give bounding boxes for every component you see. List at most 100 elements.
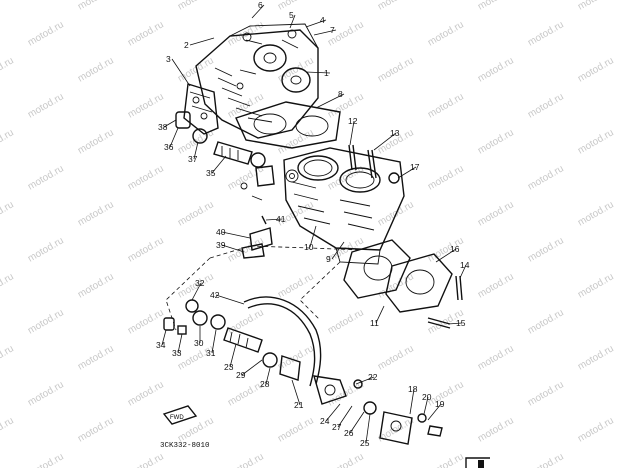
watermark-text: motod.ru [276,271,316,300]
watermark-text: motod.ru [476,127,516,156]
watermark-text: motod.ru [526,451,566,468]
callout-number: 7 [330,25,335,35]
watermark-text: motod.ru [576,271,616,300]
watermark-text: motod.ru [476,271,516,300]
callout-number: 24 [320,416,330,426]
leader-line-18 [409,388,415,415]
watermark-text: motod.ru [426,451,466,468]
leader-line-33 [177,333,183,354]
callout-number: 20 [422,392,432,402]
callout-number: 36 [164,142,174,152]
leader-line-27 [337,405,353,428]
watermark-text: motod.ru [376,271,416,300]
watermark-text: motod.ru [26,163,66,192]
dashed-reference-lines [165,245,361,331]
leader-line-5 [289,14,296,29]
watermark-text: motod.ru [576,127,616,156]
watermark-text: motod.ru [426,19,466,48]
watermark-text: motod.ru [526,235,566,264]
watermark-text: motod.ru [326,91,366,120]
watermark-text: motod.ru [126,451,166,468]
leader-line-26 [349,411,365,434]
leader-line-25 [365,413,371,444]
leader-line-37 [193,141,199,160]
watermark-text: motod.ru [76,415,116,444]
catalog-code: 3CK332-8010 [160,442,210,450]
callout-number: 10 [304,242,314,252]
leader-line-3 [171,58,191,87]
leader-line-7 [313,29,337,36]
watermark-text: motod.ru [26,379,66,408]
callout-number: 8 [338,89,343,99]
watermark-text: motod.ru [326,307,366,336]
watermark-text: motod.ru [376,55,416,84]
callout-number: 15 [456,318,466,328]
leader-line-36 [169,127,179,148]
callout-number: 27 [332,422,342,432]
watermark-text: motod.ru [226,451,266,468]
leader-line-20 [423,396,429,415]
leader-lines [161,4,467,444]
callout-number: 25 [360,438,370,448]
callout-number: 12 [348,116,358,126]
fwd-label: FWD [170,415,184,421]
watermark-text: motod.ru [526,91,566,120]
watermark-text: motod.ru [76,343,116,372]
leader-line-32 [191,282,202,301]
leader-line-4 [305,19,327,28]
watermark-text: motod.ru [176,199,216,228]
watermark-text: motod.ru [76,199,116,228]
callout-number: 35 [206,168,216,178]
leader-line-15 [447,322,463,325]
callout-number: 33 [172,348,182,358]
leader-line-12 [349,120,355,146]
leader-line-40 [221,231,251,239]
callout-number: 21 [294,400,304,410]
watermark-text: motod.ru [426,379,466,408]
leader-line-17 [397,166,417,179]
callout-number: 5 [289,10,294,20]
callout-number: 32 [195,278,205,288]
leader-line-35 [211,155,227,174]
callout-number: 40 [216,227,226,237]
watermark-text: motod.ru [126,163,166,192]
leader-line-42 [215,294,245,305]
watermark-text: motod.ru [526,19,566,48]
leader-line-22 [355,376,375,385]
leader-line-1 [305,71,331,74]
leader-line-29 [241,359,263,376]
callout-number: 4 [320,15,325,25]
callout-number: 16 [450,244,460,254]
leader-line-39 [221,244,245,253]
watermark-text: motod.ru [276,0,316,13]
callout-number: 34 [156,340,166,350]
leader-line-31 [211,329,217,354]
callout-number: 17 [410,162,420,172]
frame-corner-mark [465,457,490,468]
callout-number: 19 [435,399,445,409]
watermark-text: motod.ru [176,55,216,84]
watermark-text: motod.ru [576,415,616,444]
watermark-text: motod.ru [526,163,566,192]
watermark-text: motod.ru [526,307,566,336]
exhaust-valve-cable [243,296,443,445]
leader-line-28 [265,367,271,385]
leader-line-38 [163,119,177,128]
watermark-text: motod.ru [0,271,16,300]
watermark-text: motod.ru [476,415,516,444]
base-gasket-part [343,239,453,313]
watermark-text: motod.ru [126,307,166,336]
watermark-text: motod.ru [376,0,416,13]
callout-number: 11 [370,318,379,328]
watermark-text: motod.ru [0,199,16,228]
callout-number: 30 [194,338,204,348]
callout-number: 22 [368,372,378,382]
watermark-text: motod.ru [476,55,516,84]
watermark-text: motod.ru [0,343,16,372]
callout-number: 41 [276,214,286,224]
leader-line-13 [373,132,397,151]
watermark-text: motod.ru [0,55,16,84]
leader-line-21 [291,379,301,406]
